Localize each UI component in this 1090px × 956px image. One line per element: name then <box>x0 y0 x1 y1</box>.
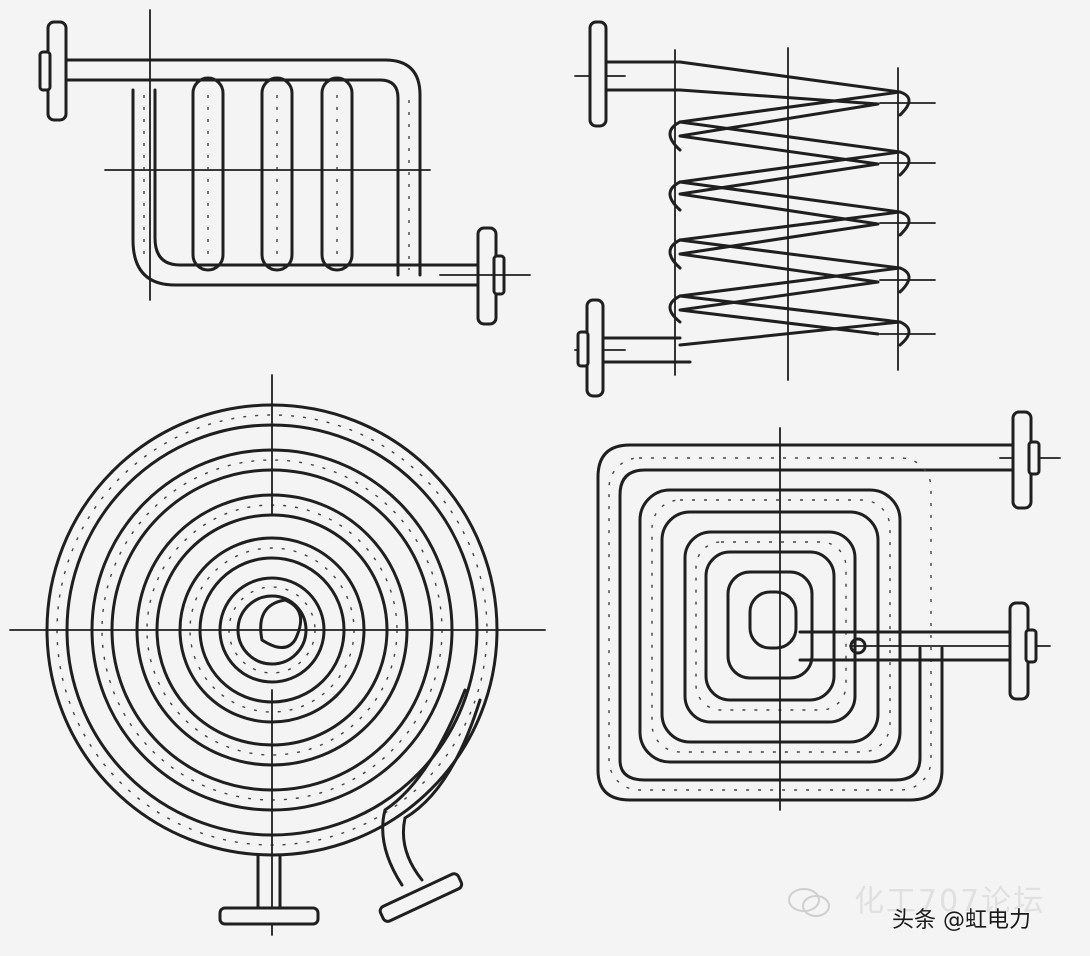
serpentine-coil <box>38 9 531 326</box>
watermark-source-text: 化工707论坛 <box>854 884 1046 919</box>
square-spiral-turn-3 <box>660 510 880 744</box>
helical-zigzag-inner <box>678 88 880 336</box>
square-spiral-turn-4 <box>683 530 857 724</box>
serpentine-top-header-inner <box>58 78 400 277</box>
helical-inlet-flange <box>588 20 608 128</box>
serpentine-top-header-outer <box>58 58 422 277</box>
square-spiral-turn-5 <box>704 550 836 702</box>
square-spiral-outer <box>596 443 1022 802</box>
serpentine-loop-2 <box>260 76 294 272</box>
serpentine-loop-1 <box>191 76 225 272</box>
spiral-side-flange <box>378 872 464 923</box>
spiral-coil <box>9 374 546 936</box>
square-spiral-coil <box>596 410 1061 811</box>
serpentine-bottom-header-outer <box>131 88 502 287</box>
square-spiral-turn-6 <box>726 570 814 680</box>
spiral-tail-inner <box>401 698 482 882</box>
square-spiral-outer-inner-wall <box>618 468 1022 782</box>
square-spiral-turn-2 <box>638 488 902 764</box>
chat-bubble-icon <box>788 888 830 917</box>
spiral-tail-outer <box>381 688 467 887</box>
watermark: 化工707论坛 头条 @虹电力 <box>784 872 1074 942</box>
spiral-bottom-flange <box>218 906 320 926</box>
serpentine-loop-3 <box>320 76 354 272</box>
serpentine-bottom-header-inner <box>153 88 502 267</box>
watermark-credit-text: 头条 @虹电力 <box>892 908 1031 933</box>
square-spiral-core <box>748 590 798 650</box>
helical-coil <box>574 20 936 398</box>
